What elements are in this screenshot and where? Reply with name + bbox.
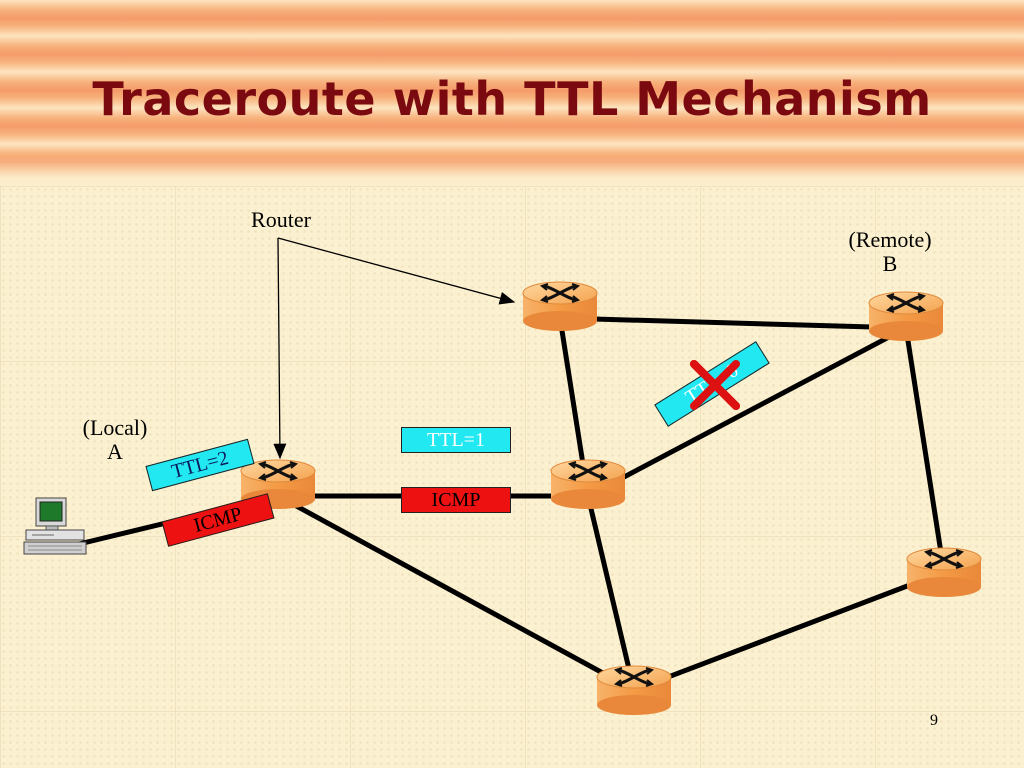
router-icon bbox=[867, 290, 945, 343]
title-banner bbox=[0, 0, 1024, 186]
slide-title: Traceroute with TTL Mechanism bbox=[92, 72, 932, 126]
desktop-computer-icon bbox=[23, 497, 87, 555]
router-label: Router bbox=[251, 207, 311, 232]
link-r5-r6 bbox=[633, 569, 945, 693]
router-annotation-arrows bbox=[273, 237, 516, 460]
link-r1-r5 bbox=[276, 493, 636, 693]
remote-label: (Remote) B bbox=[830, 228, 950, 276]
link-r2-r4 bbox=[559, 315, 907, 331]
page-number: 9 bbox=[930, 712, 938, 729]
router-icon bbox=[549, 458, 627, 511]
icmp-packet-2: ICMP bbox=[401, 487, 511, 513]
local-label-line2: A bbox=[107, 439, 123, 464]
router-icon bbox=[905, 546, 983, 599]
link-r3-r5 bbox=[585, 495, 637, 691]
local-label-line1: (Local) bbox=[82, 415, 148, 440]
router-icon bbox=[595, 664, 673, 717]
ttl-1-packet: TTL=1 bbox=[401, 427, 511, 453]
router-icon bbox=[521, 280, 599, 333]
local-label: (Local) A bbox=[62, 416, 168, 464]
remote-label-line1: (Remote) bbox=[848, 227, 932, 252]
remote-label-line2: B bbox=[882, 251, 898, 276]
link-r3-r4 bbox=[586, 325, 908, 499]
link-r4-r6 bbox=[903, 327, 947, 573]
